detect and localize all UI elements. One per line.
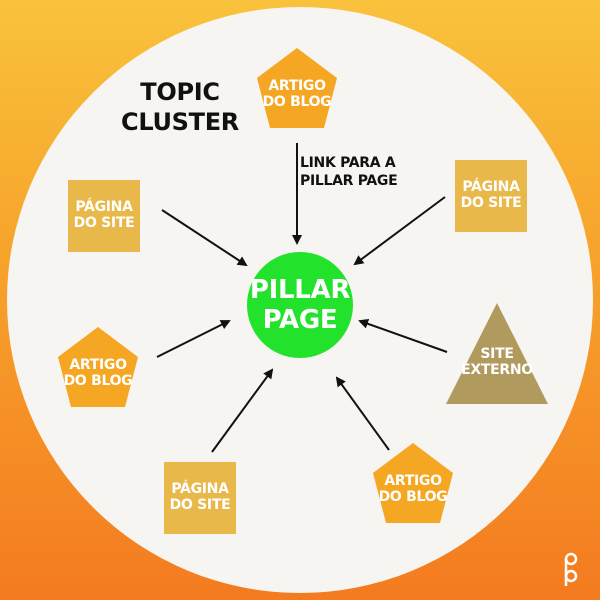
blog-top-label: ARTIGO DO BLOG: [262, 78, 332, 111]
link-label: LINK PARA A PILLAR PAGE: [300, 155, 398, 190]
site-left-top-label: PÁGINA DO SITE: [73, 199, 135, 232]
external-site-node: [446, 303, 548, 404]
arrow-from-blog-left: [156, 320, 231, 358]
pillar-page-label: PILLAR PAGE: [249, 275, 351, 335]
site-node-right-top: [455, 160, 527, 232]
blog-node-bottom-right: [373, 443, 453, 523]
blog-node-top: [257, 48, 337, 128]
site-node-left-top: [68, 180, 140, 252]
pillar-page-node: [247, 252, 353, 358]
diagram-title: TOPIC CLUSTER: [121, 78, 239, 136]
blog-bottom-right-label: ARTIGO DO BLOG: [378, 473, 448, 506]
arrow-from-site-left-top: [161, 209, 248, 267]
arrow-from-blog-bottom-right: [335, 376, 390, 451]
site-right-top-label: PÁGINA DO SITE: [460, 179, 522, 212]
arrow-from-site-right-top: [353, 196, 446, 266]
site-node-bottom: [164, 462, 236, 534]
arrow-from-external: [358, 318, 448, 353]
arrow-from-site-bottom: [211, 368, 274, 453]
blog-left-label: ARTIGO DO BLOG: [63, 357, 133, 390]
blog-node-left: [58, 327, 138, 407]
external-site-label: SITE EXTERNO: [461, 346, 533, 379]
brand-logo-icon: [564, 552, 578, 586]
site-bottom-label: PÁGINA DO SITE: [169, 481, 231, 514]
